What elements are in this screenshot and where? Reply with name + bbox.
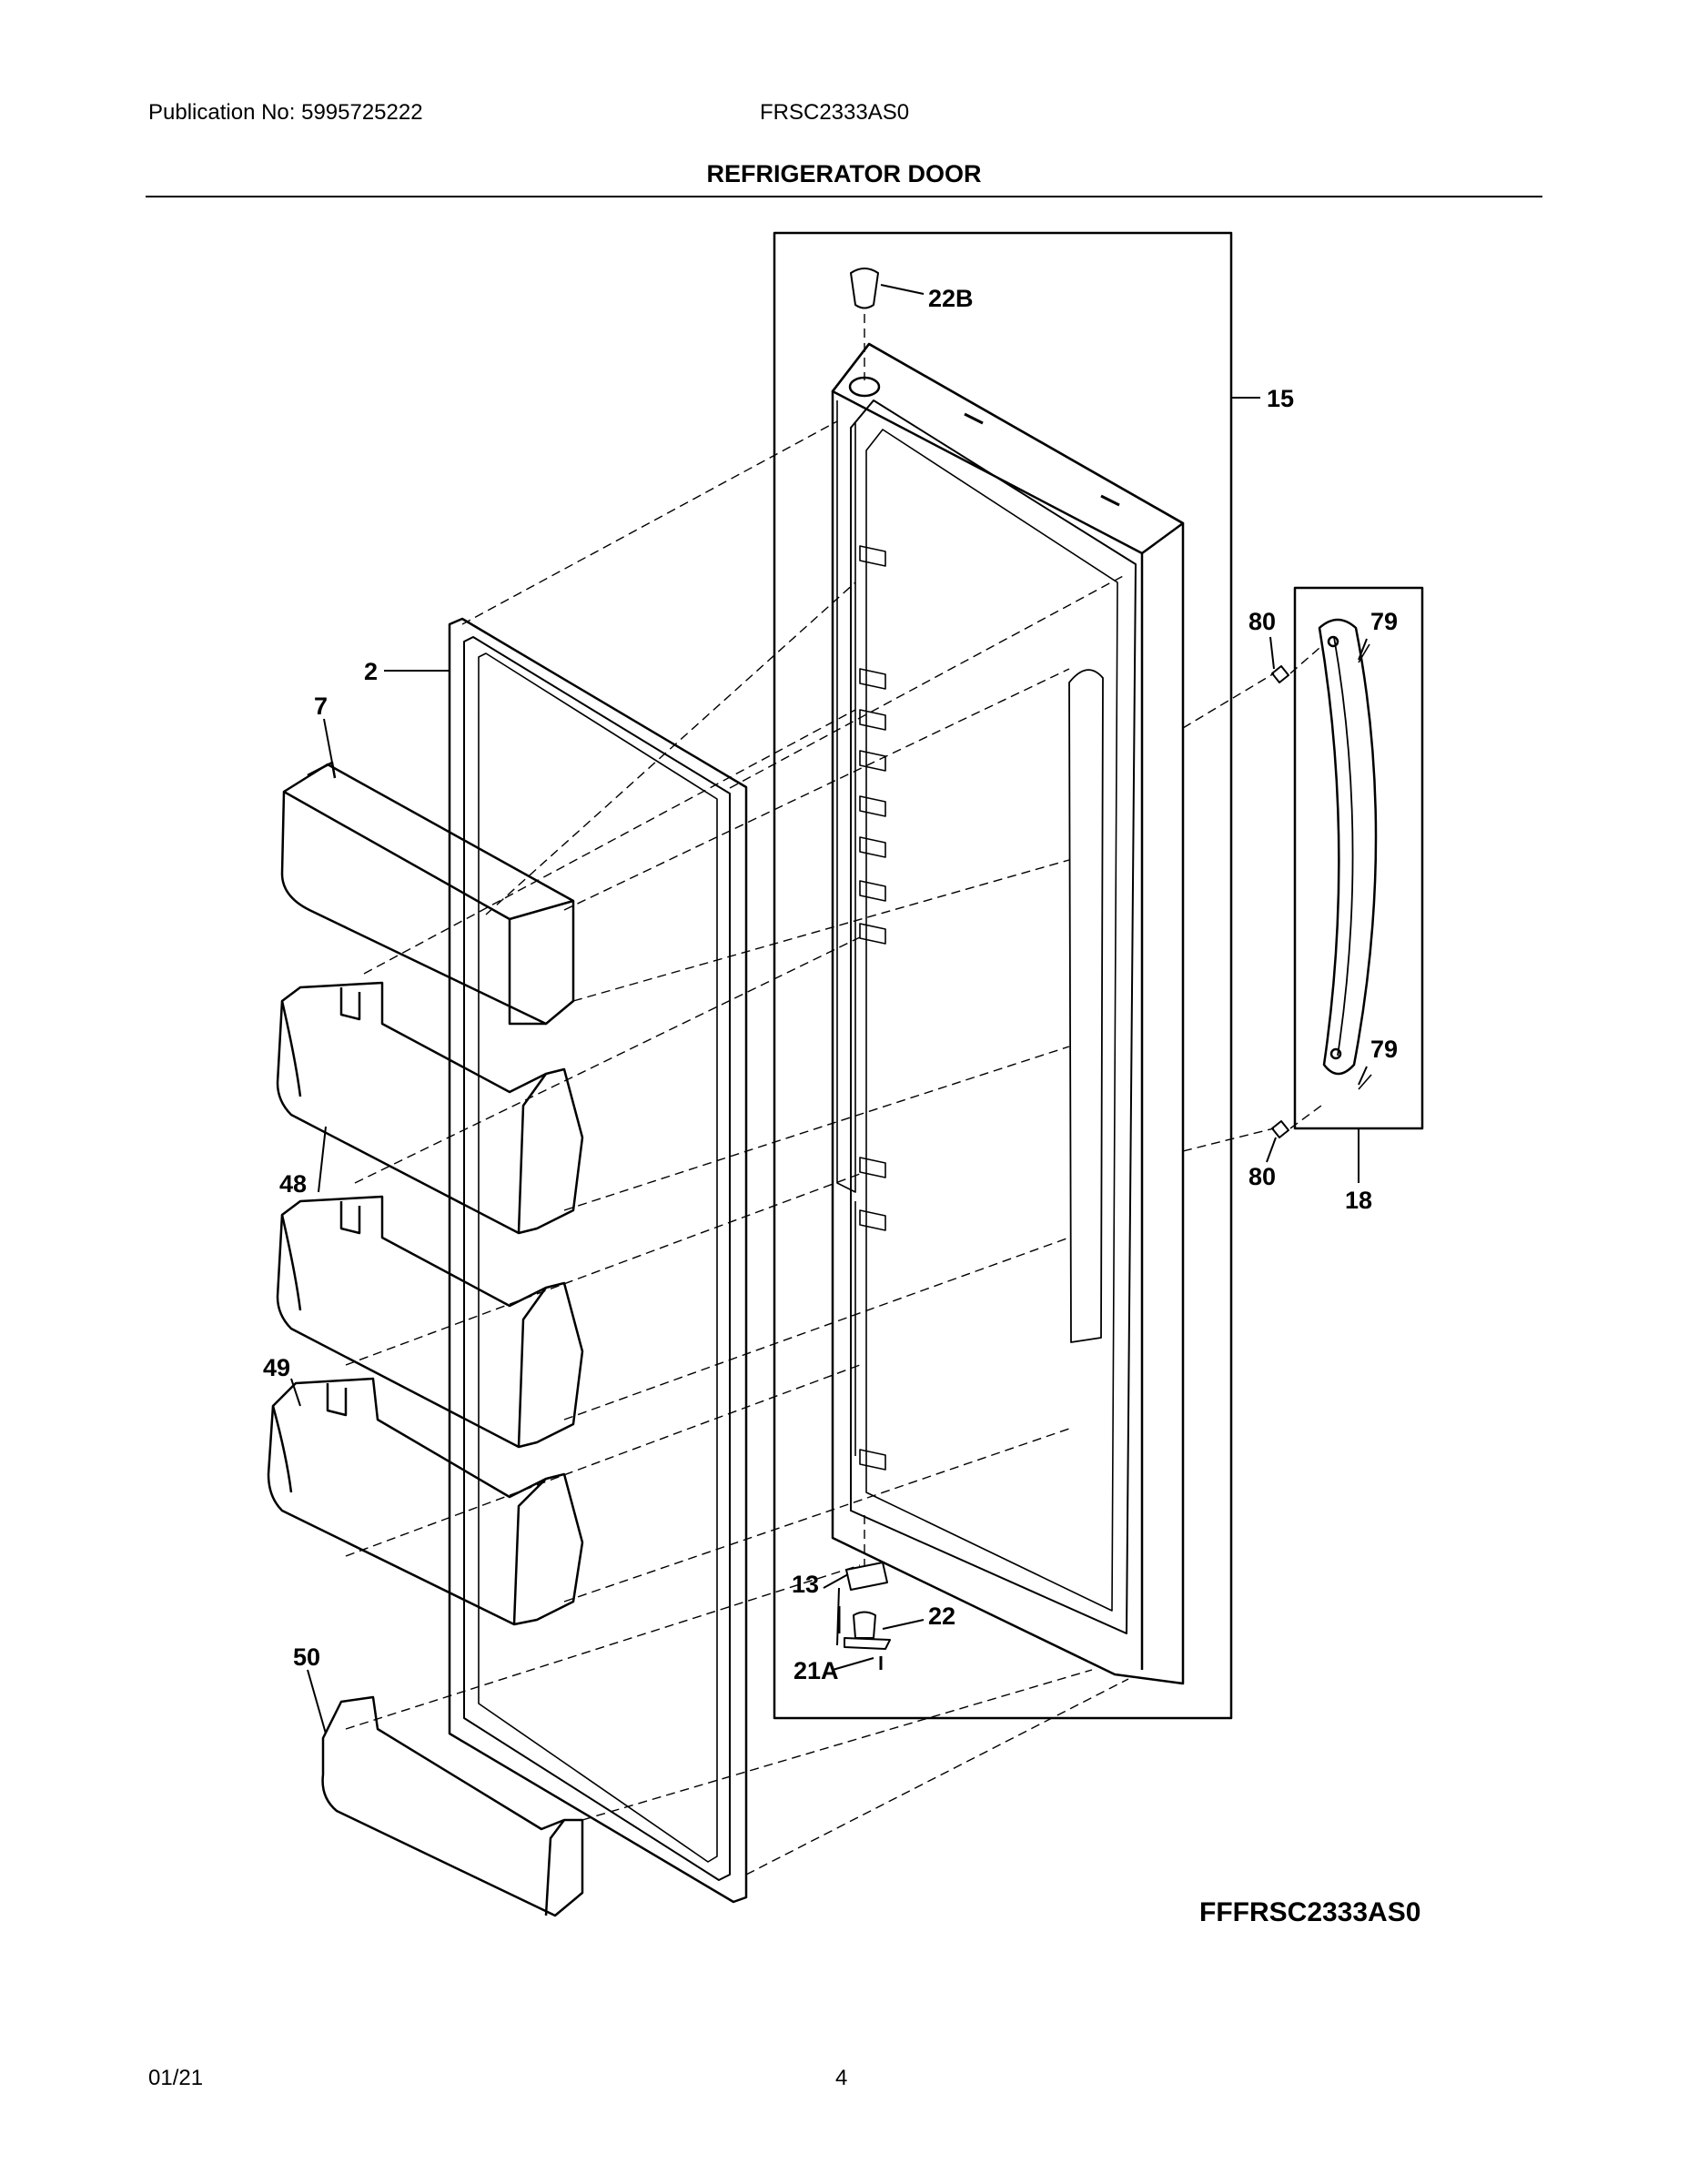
bin-50 [321, 1695, 584, 1917]
callout-21a: 21A [793, 1657, 839, 1684]
header-rule [146, 196, 1542, 197]
page-title: REFRIGERATOR DOOR [706, 160, 982, 187]
callout-18: 18 [1345, 1187, 1372, 1214]
door-handle-18 [1318, 618, 1378, 1076]
door-15 [831, 342, 1185, 1685]
door-assembly-box [773, 231, 1233, 1720]
callout-7: 7 [314, 693, 328, 720]
diagram-code: FFFRSC2333AS0 [1199, 1897, 1421, 1927]
callout-80-bottom: 80 [1248, 1163, 1276, 1190]
callout-15: 15 [1267, 385, 1294, 412]
door-gasket-2 [448, 617, 748, 1904]
publication-number: Publication No: 5995725222 [148, 100, 423, 125]
bin-49 [276, 1195, 584, 1449]
bin-50a [267, 1377, 584, 1626]
callout-79-bottom: 79 [1370, 1036, 1398, 1063]
footer-date: 01/21 [148, 2066, 204, 2090]
hinge-hardware [837, 268, 1372, 1670]
callout-22b: 22B [928, 285, 974, 312]
callout-2: 2 [364, 658, 378, 685]
bin-7 [280, 761, 575, 1026]
callout-49: 49 [263, 1354, 290, 1381]
callout-80-top: 80 [1248, 608, 1276, 635]
handle-assembly-box [1293, 586, 1424, 1130]
bin-48 [276, 981, 584, 1235]
callout-13: 13 [792, 1571, 819, 1598]
alignment-lines [345, 314, 1322, 1876]
page-number: 4 [835, 2066, 848, 2090]
leader-lines [290, 284, 1368, 1734]
callout-48: 48 [279, 1170, 307, 1198]
callout-22: 22 [928, 1603, 955, 1630]
callout-79-top: 79 [1370, 608, 1398, 635]
callout-50: 50 [293, 1643, 320, 1671]
model-number: FRSC2333AS0 [760, 100, 910, 125]
